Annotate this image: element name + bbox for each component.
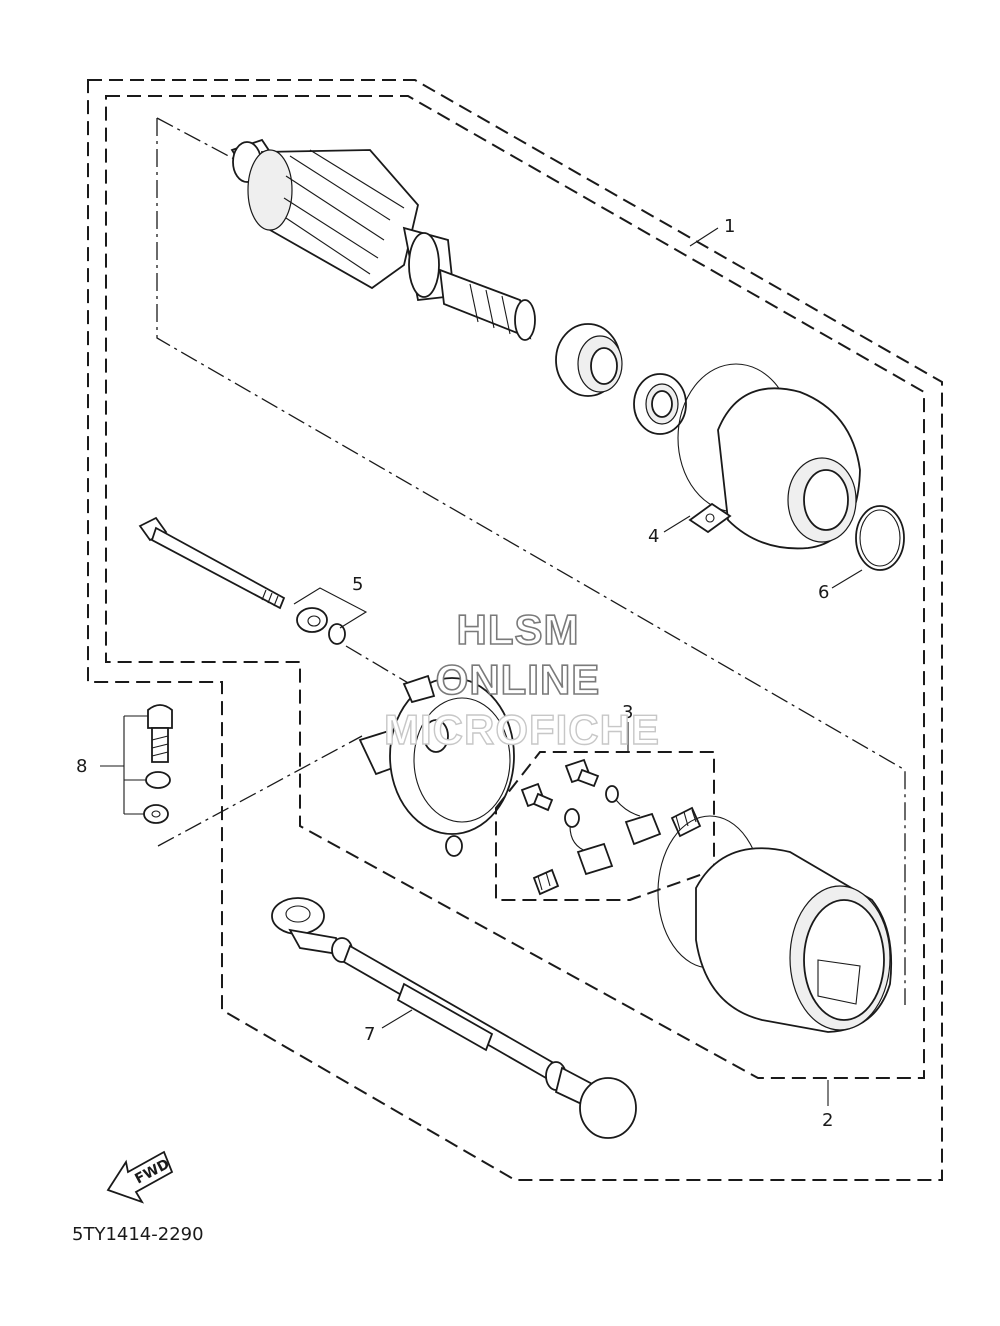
callout-8: 8 — [76, 756, 87, 777]
bolt-set — [100, 704, 363, 847]
o-ring-small — [328, 623, 346, 645]
callout-3: 3 — [622, 702, 633, 723]
front-cover — [677, 363, 861, 550]
callout-2: 2 — [822, 1110, 833, 1131]
callout-5-bracket — [293, 587, 368, 629]
watermark-line-1: HLSM — [457, 606, 580, 653]
watermark-line-2: ONLINE — [436, 656, 601, 703]
callout-4: 4 — [648, 526, 659, 547]
diagram-code: 5TY1414-2290 — [72, 1224, 204, 1245]
callout-7: 7 — [364, 1024, 375, 1045]
rear-cover — [358, 674, 515, 857]
fwd-arrow-icon: FWD — [106, 1150, 174, 1204]
brush-kit-parts — [520, 758, 702, 896]
washer — [296, 607, 328, 633]
callout-5: 5 — [352, 574, 363, 595]
starter-cable — [271, 897, 637, 1139]
armature — [230, 138, 536, 341]
bearing — [555, 323, 623, 397]
armature-group-outline — [156, 117, 906, 1005]
assembly-boundary-outer — [87, 79, 943, 1181]
o-ring-front — [855, 505, 905, 571]
through-bolt — [138, 516, 286, 610]
yoke — [657, 815, 893, 1033]
watermark-line-3: MICROFICHE — [384, 706, 660, 753]
callout-leaders — [381, 227, 863, 1106]
assembly-boundary-inner — [105, 95, 925, 1079]
callout-6: 6 — [818, 582, 829, 603]
oil-seal — [633, 373, 687, 435]
callout-1: 1 — [724, 216, 735, 237]
